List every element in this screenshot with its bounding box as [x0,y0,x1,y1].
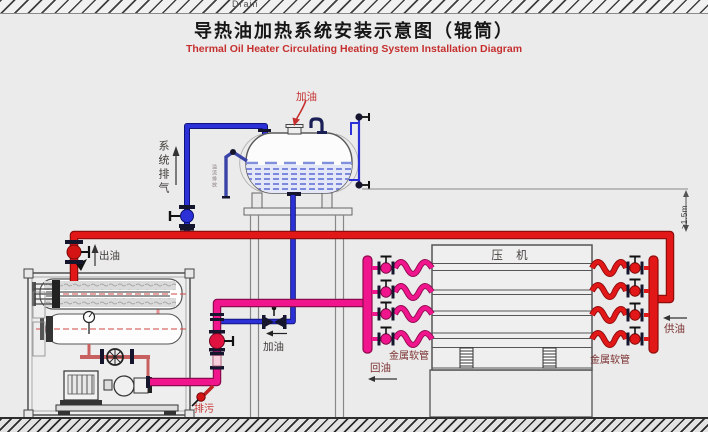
fill-line [220,195,296,337]
vent-pipe [168,123,271,233]
label-overflow-pipe: 溢流排放 [211,164,217,188]
press-spring-right [542,347,557,369]
label-blowdown: 排污 [194,404,214,415]
tank-stand [243,192,353,417]
watermark-text: Drain [232,0,259,9]
handwheel-valve [106,348,124,366]
pressure-gauge [82,310,96,334]
filler-neck [285,124,304,135]
supply-hose-row [589,259,629,348]
return-flow-arrow [368,376,397,382]
overflow-pipe [222,149,248,199]
return-manifold-valves [372,255,395,346]
label-oil-return: 回油 [370,362,391,374]
label-press-machine: 压 机 [491,250,533,262]
vent-flow-arrow [172,146,180,185]
return-hose-row [392,259,435,348]
pump [103,375,152,397]
supply-pipe [65,230,675,304]
top-hatch-border [0,0,708,14]
fill-flow-arrow [266,330,287,337]
label-min-height: ≥1.5m [679,205,689,229]
fill-arrow [292,99,307,126]
fill-valve [262,305,287,329]
label-oil-out: 出油 [99,250,120,262]
heater-internal-piping [80,344,150,376]
vent-valve [168,205,195,228]
heater-vessel-bottom [36,313,186,345]
label-fill-oil-line: 加油 [263,341,284,353]
gooseneck-vent-icon [309,117,324,133]
return-manifold [362,255,435,382]
label-system-vent: 系统排气 [157,140,169,196]
return-valve [209,330,235,352]
heater-inlet-arrow [76,259,87,271]
label-fill-oil-tank: 加油 [296,91,317,103]
label-metal-hose-left: 金属软管 [389,351,429,362]
press-spring-left [459,347,474,369]
level-gauge [349,113,370,189]
supply-manifold-valves [626,255,649,346]
height-dimension [362,188,689,232]
expansion-tank [222,99,370,199]
heater-unit [23,268,195,420]
heater-vessel-top [32,278,186,310]
tank-oil-level [246,161,352,193]
label-metal-hose-right: 金属软管 [590,355,630,366]
motor [60,370,102,405]
sight-glass [210,352,224,370]
oil-out-arrow [91,244,99,266]
blowdown-valve [191,384,215,407]
press-machine [429,244,593,418]
supply-flow-arrow [663,315,687,321]
return-pipe [146,298,364,407]
supply-manifold [589,255,687,354]
page-subtitle: Thermal Oil Heater Circulating Heating S… [185,43,523,55]
page-title: 导热油加热系统安装示意图（辊筒） [194,21,514,41]
label-oil-supply: 供油 [664,323,685,335]
ground-hatch [0,417,708,432]
oil-out-valve [65,240,91,264]
